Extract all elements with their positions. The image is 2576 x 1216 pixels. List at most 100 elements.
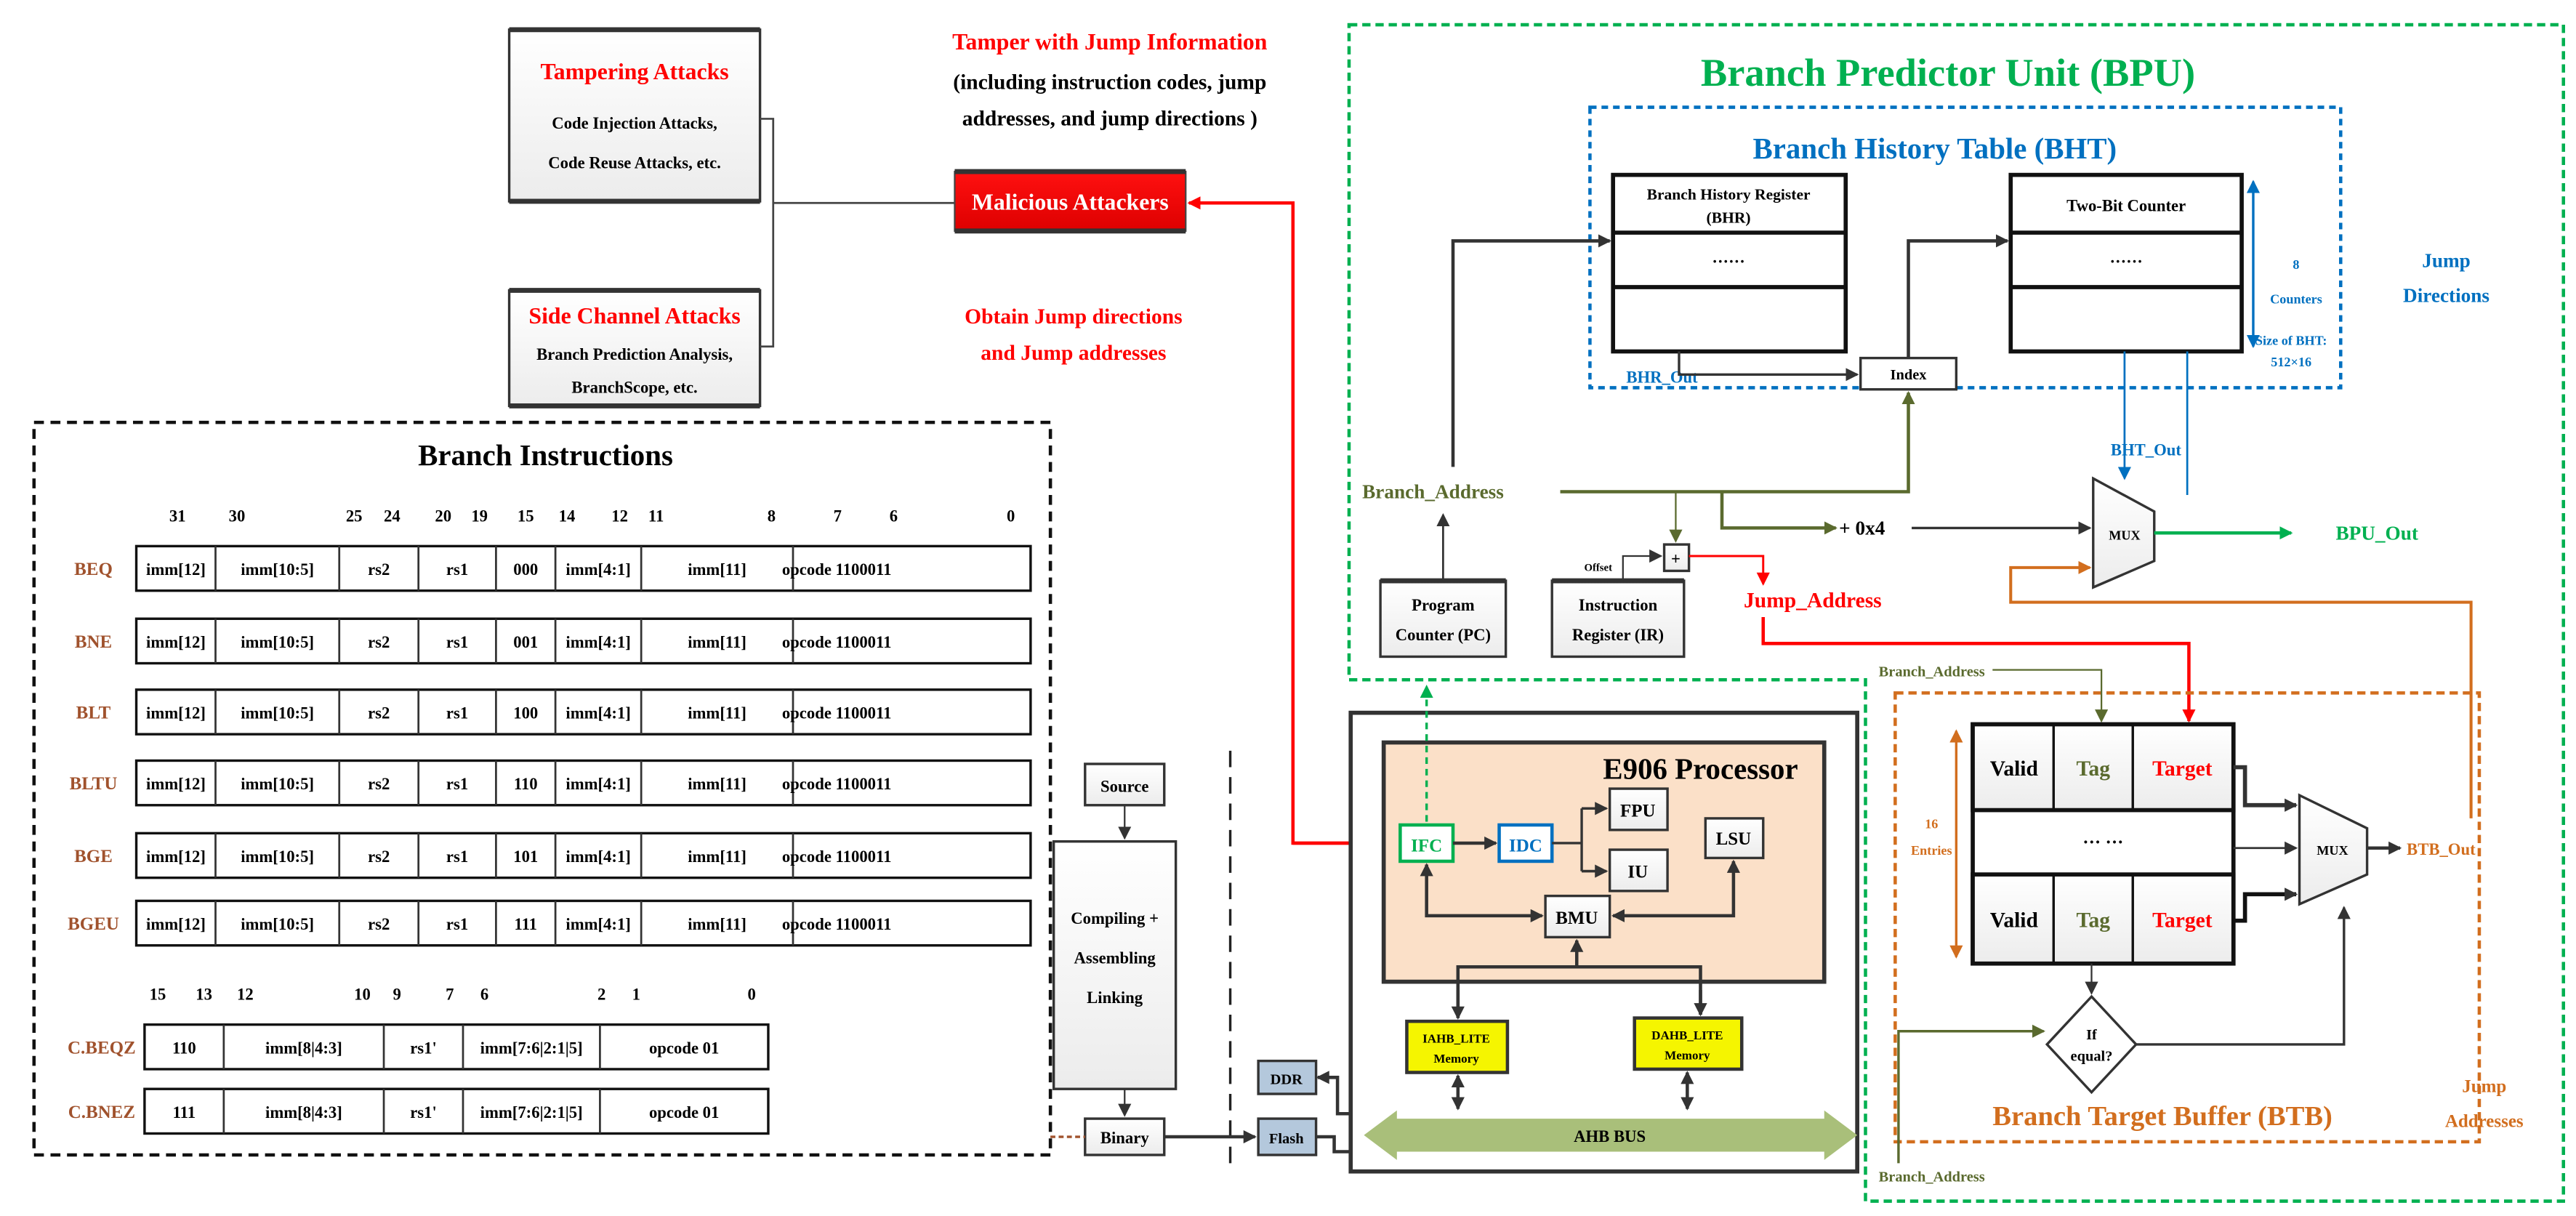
side-channel-attacks-line: Branch Prediction Analysis, — [536, 345, 733, 363]
bit-index-label: 7 — [834, 507, 842, 525]
bit-index-label: 12 — [611, 507, 628, 525]
instruction-field: imm[4:1] — [565, 915, 630, 933]
instruction-field: opcode 1100011 — [782, 704, 892, 722]
if-equal-diamond — [2045, 994, 2138, 1095]
bit-index-label: 10 — [354, 986, 371, 1004]
compile-label: Assembling — [1074, 949, 1156, 967]
counters-note: Counters — [2270, 292, 2322, 307]
instruction-name: BEQ — [74, 560, 113, 579]
instruction-field: 110 — [172, 1039, 196, 1057]
bpu-mux-label: MUX — [2109, 528, 2140, 542]
fpu-label: FPU — [1620, 802, 1656, 821]
instruction-field: rs1' — [410, 1103, 437, 1122]
toolchain: Source Compiling + Assembling Linking Bi… — [1050, 750, 1366, 1164]
bit-index-label: 12 — [237, 986, 254, 1004]
bit-index-label: 24 — [384, 507, 401, 525]
bhr-label: (BHR) — [1707, 209, 1751, 226]
instruction-field: rs2 — [368, 560, 390, 579]
instruction-row — [143, 1087, 770, 1135]
instruction-field: imm[4:1] — [565, 633, 630, 651]
iahb-memory-label: Memory — [1433, 1052, 1479, 1066]
bmu-label: BMU — [1555, 909, 1598, 928]
if-equal-label: If — [2086, 1027, 2097, 1043]
instruction-field: 111 — [173, 1103, 196, 1122]
instruction-field: imm[10:5] — [241, 633, 314, 651]
attack-tree: Tampering Attacks Code Injection Attacks… — [507, 27, 1399, 850]
instruction-field: imm[12] — [146, 775, 206, 793]
bit-index-label: 6 — [890, 507, 898, 525]
instruction-field: imm[11] — [688, 704, 746, 722]
if-equal-label: equal? — [2071, 1049, 2113, 1065]
jump-address-label: Jump_Address — [1744, 589, 1882, 612]
ahb-bus-label: AHB BUS — [1574, 1127, 1646, 1145]
iahb-memory-box — [1405, 1019, 1510, 1074]
instruction-field: imm[4:1] — [565, 704, 630, 722]
instruction-row — [134, 617, 1032, 665]
plus-four-label: + 0x4 — [1839, 517, 1885, 539]
bht-title: Branch History Table (BHT) — [1753, 132, 2117, 165]
obtain-note: and Jump addresses — [981, 342, 1166, 365]
btb-valid-header: Valid — [1990, 757, 2039, 781]
compile-label: Compiling + — [1071, 909, 1159, 927]
iahb-memory-label: IAHB_LITE — [1422, 1032, 1490, 1046]
malicious-attackers-label: Malicious Attackers — [972, 189, 1169, 214]
instruction-row — [134, 832, 1032, 879]
flash-box — [1257, 1117, 1318, 1156]
instruction-field: 100 — [513, 704, 538, 722]
bht-size-note: Size of BHT: — [2255, 333, 2327, 347]
instruction-register-box — [1550, 579, 1686, 659]
instruction-field: rs1 — [446, 560, 468, 579]
jump-directions-label: Directions — [2403, 284, 2490, 306]
instruction-field: 110 — [514, 775, 538, 793]
instruction-field: imm[11] — [688, 915, 746, 933]
instruction-name: C.BEQZ — [68, 1038, 136, 1058]
entries-note: 16 — [1925, 817, 1938, 832]
jump-addresses-label: Addresses — [2445, 1111, 2524, 1131]
instruction-field: 001 — [513, 633, 538, 651]
bit-index-label: 1 — [632, 986, 640, 1004]
bit-index-label: 13 — [196, 986, 212, 1004]
lsu-box — [1704, 817, 1765, 860]
instruction-field: imm[10:5] — [241, 775, 314, 793]
bpu-mux — [2092, 476, 2156, 589]
instruction-field: imm[4:1] — [565, 775, 630, 793]
bmu-box — [1544, 894, 1611, 939]
instruction-field: rs1 — [446, 775, 468, 793]
lsu-label: LSU — [1716, 829, 1752, 849]
adder-label: + — [1671, 549, 1681, 568]
instruction-field: rs2 — [368, 704, 390, 722]
instruction-name: BLTU — [70, 774, 118, 794]
tampering-attacks-line: Code Reuse Attacks, etc. — [548, 154, 721, 172]
btb-mux-label: MUX — [2317, 843, 2348, 858]
instruction-field: 000 — [513, 560, 538, 579]
compile-label: Linking — [1087, 988, 1143, 1007]
bit-index-label: 15 — [518, 507, 534, 525]
instruction-field: opcode 1100011 — [782, 633, 892, 651]
instruction-field: imm[7:6|2:1|5] — [480, 1103, 583, 1122]
btb-dots: ··· ··· — [2082, 833, 2123, 853]
entries-note: Entries — [1911, 843, 1952, 858]
source-label: Source — [1100, 778, 1148, 796]
tamper-note: addresses, and jump directions ) — [962, 108, 1257, 131]
instruction-field: imm[8|4:3] — [265, 1103, 342, 1122]
instruction-field: imm[12] — [146, 560, 206, 579]
instruction-field: imm[11] — [688, 847, 746, 866]
bit-index-label: 6 — [480, 986, 488, 1004]
bit-index-label: 15 — [150, 986, 166, 1004]
bpu-title: Branch Predictor Unit (BPU) — [1701, 50, 2195, 94]
instruction-field: 111 — [514, 915, 537, 933]
btb-tag-header: Tag — [2077, 757, 2111, 781]
bit-index-label: 19 — [471, 507, 488, 525]
dahb-memory-label: DAHB_LITE — [1651, 1028, 1723, 1042]
instruction-field: opcode 01 — [649, 1103, 719, 1122]
bht-size-note: 512×16 — [2271, 355, 2311, 369]
instruction-field: imm[11] — [688, 560, 746, 579]
instruction-field: imm[10:5] — [241, 847, 314, 866]
counter-dots: ······ — [2109, 253, 2142, 271]
bit-index-label: 20 — [435, 507, 451, 525]
instruction-row — [134, 759, 1032, 807]
btb-title: Branch Target Buffer (BTB) — [1992, 1101, 2333, 1132]
instruction-field: rs1' — [410, 1039, 437, 1057]
